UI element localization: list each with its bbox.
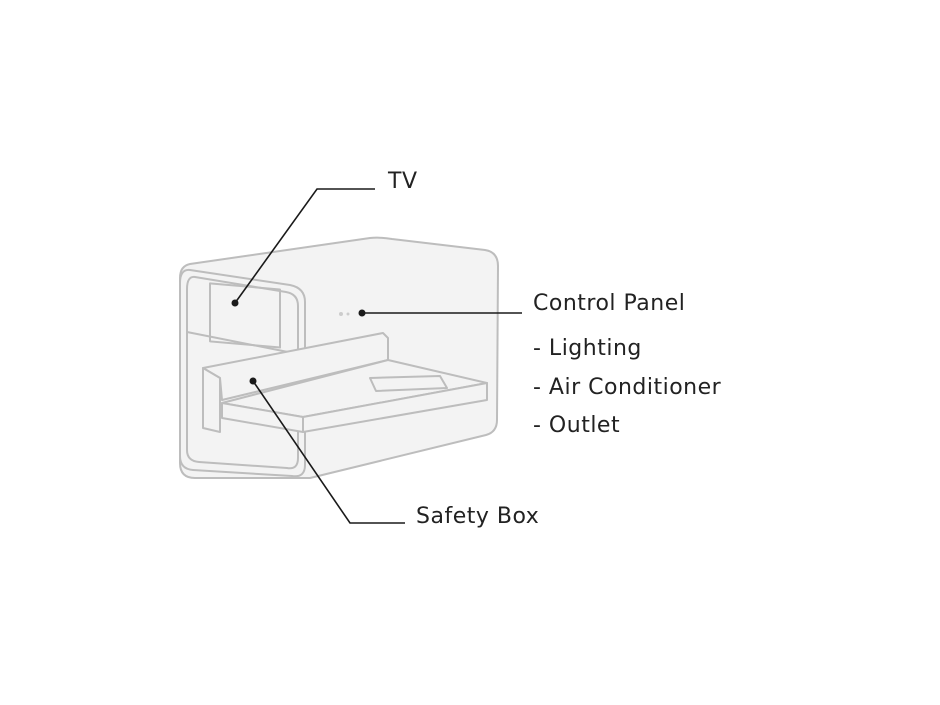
control-panel-item-lighting: - Lighting <box>533 336 642 361</box>
control-panel-marker-dot <box>358 309 366 317</box>
safety-box-front <box>202 367 221 433</box>
safety-box-label: Safety Box <box>416 504 540 529</box>
control-panel-button-icon <box>346 312 350 316</box>
tv-leader-line <box>234 188 375 304</box>
control-panel-label: Control Panel <box>533 291 686 316</box>
control-panel-item-outlet: - Outlet <box>533 413 621 438</box>
front-frame-inner <box>186 275 299 470</box>
bed-side <box>302 382 488 433</box>
control-panel-button-icon <box>339 312 343 316</box>
shelf-line <box>186 331 299 355</box>
front-frame <box>179 268 306 478</box>
tv-marker-dot <box>231 299 239 307</box>
safety-box-leader-line <box>252 380 405 524</box>
tv-label: TV <box>388 169 418 194</box>
control-panel-item-air-conditioner: - Air Conditioner <box>533 375 722 400</box>
safety-box-marker-dot <box>249 377 257 385</box>
pillow <box>369 375 448 392</box>
